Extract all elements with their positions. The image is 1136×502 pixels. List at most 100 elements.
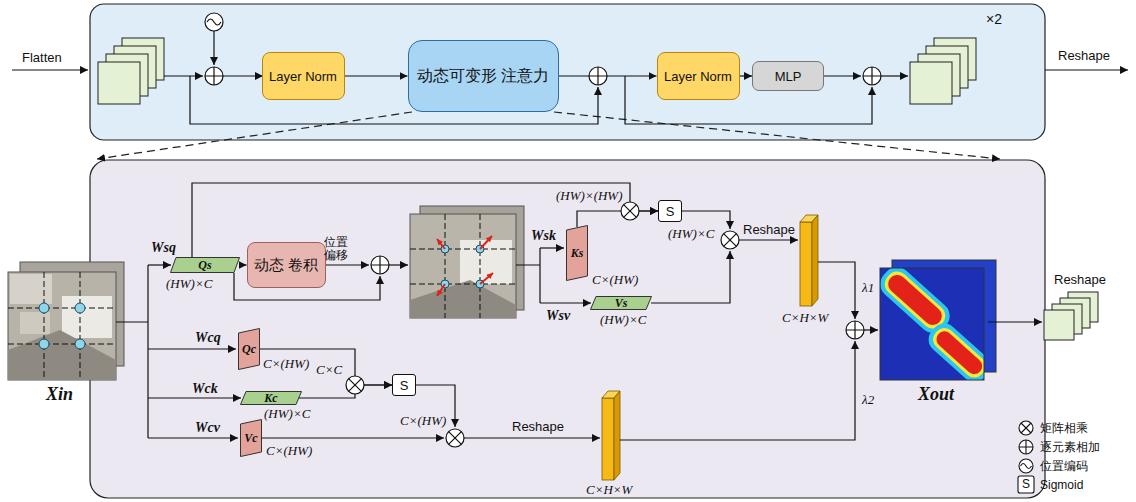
legend-symbol: [1019, 459, 1033, 473]
add-symbol: [846, 321, 864, 339]
matmul-symbol: [446, 429, 464, 447]
operation-label: 位置 偏移: [324, 236, 352, 262]
legend-text: 矩阵相乘: [1040, 421, 1088, 435]
node-text: S: [400, 378, 409, 393]
axis-label: Flatten: [22, 50, 62, 65]
input-image: [10, 274, 52, 304]
output-heatmap: [933, 328, 984, 377]
add-symbol: [863, 67, 881, 85]
panel: [90, 4, 1045, 140]
sigmoid-box: S: [392, 374, 416, 396]
legend-symbol: [1018, 476, 1034, 493]
wire: [12, 69, 88, 70]
weight-label: Wck: [192, 381, 218, 397]
sampled-image: [410, 280, 516, 318]
node-text: Layer Norm: [664, 69, 732, 84]
matrix-shape: [567, 226, 588, 281]
matrix-shape: [241, 420, 262, 457]
add-symbol: [846, 321, 864, 339]
dimension-label: C×(HW): [263, 356, 309, 371]
input-image: [8, 272, 116, 380]
wire: [540, 302, 591, 303]
dimension-label: (HW)×C: [668, 226, 714, 241]
wire: [213, 31, 214, 65]
input-image: [62, 296, 112, 338]
legend-symbol: [1019, 440, 1033, 454]
legend-text: 位置编码: [1040, 459, 1088, 473]
matrix-shape: [241, 392, 302, 405]
matmul-symbol: [346, 202, 739, 447]
matmul-symbol: [349, 379, 362, 392]
feature-stack: [1044, 310, 1074, 340]
node-text: MLP: [775, 69, 802, 84]
input-image: [8, 262, 124, 380]
node-text: Layer Norm: [269, 69, 337, 84]
matmul-symbol: [621, 202, 639, 220]
dimension-label: (HW)×C: [600, 312, 646, 327]
input-image: [8, 272, 116, 380]
output-heatmap: [875, 260, 996, 387]
node-text: Qs: [198, 259, 211, 271]
position-encoding-symbol: [205, 13, 223, 31]
sampled-image: [437, 236, 493, 296]
matrix-shape: [239, 329, 260, 370]
wire: [148, 397, 241, 398]
input-image: [39, 303, 85, 349]
position-encoding-symbol: [205, 13, 223, 31]
wire: [881, 75, 908, 76]
feature-block: [812, 215, 818, 306]
wire: [223, 75, 263, 76]
wire: [116, 265, 148, 438]
dimension-label: C×C: [316, 362, 342, 377]
query-matrix: Qs: [170, 257, 240, 273]
zoom-line: [97, 112, 1000, 159]
output-heatmap: [884, 271, 945, 329]
add-symbol: [371, 256, 389, 274]
connector: [240, 264, 247, 265]
node-text: Qc: [242, 343, 256, 355]
attention-box: 动态可变形 注意力: [408, 40, 559, 112]
wire: [864, 329, 878, 330]
legend-symbol: [1018, 421, 1034, 493]
input-image: [8, 330, 116, 380]
input-image: [20, 312, 50, 334]
matmul-symbol: [721, 231, 739, 249]
output-heatmap: [880, 268, 950, 333]
zoom-line: [554, 112, 1000, 159]
sampled-image: [410, 214, 516, 318]
query-matrix: Qc: [238, 328, 260, 370]
add-symbol: [863, 67, 881, 85]
matmul-symbol: [449, 432, 462, 445]
matmul-symbol: [346, 376, 364, 394]
node-text: S: [666, 204, 675, 219]
operation-label: Reshape: [743, 222, 795, 237]
matmul-symbol: [624, 205, 637, 218]
node-text: Vs: [615, 297, 628, 309]
weight-coefficient: λ2: [862, 392, 874, 407]
add-symbol: [205, 67, 223, 85]
key-matrix: Kc: [240, 391, 302, 405]
dimension-label: (HW)×C: [264, 406, 310, 421]
connector: [740, 75, 753, 76]
sigmoid-box: S: [658, 200, 682, 222]
tensor-name: Xin: [46, 384, 73, 404]
operation-label: Reshape: [1058, 48, 1110, 63]
dimension-label: C×(HW): [266, 443, 312, 458]
matrix-shape: [591, 297, 652, 310]
feature-block: [602, 398, 614, 480]
output-heatmap: [880, 268, 984, 380]
output-heatmap: [880, 268, 984, 380]
input-image: [39, 303, 49, 313]
weight-coefficient: λ1: [862, 280, 874, 295]
wire: [651, 251, 730, 303]
legend-symbol: [1019, 421, 1033, 435]
output-heatmap: [923, 318, 984, 380]
connector: [577, 211, 658, 227]
value-matrix: Vs: [590, 296, 652, 310]
wire: [389, 264, 408, 265]
wire: [148, 264, 171, 265]
dimension-label: C×(HW): [592, 272, 638, 287]
weight-label: Wcv: [195, 420, 220, 436]
wire: [12, 31, 1128, 440]
